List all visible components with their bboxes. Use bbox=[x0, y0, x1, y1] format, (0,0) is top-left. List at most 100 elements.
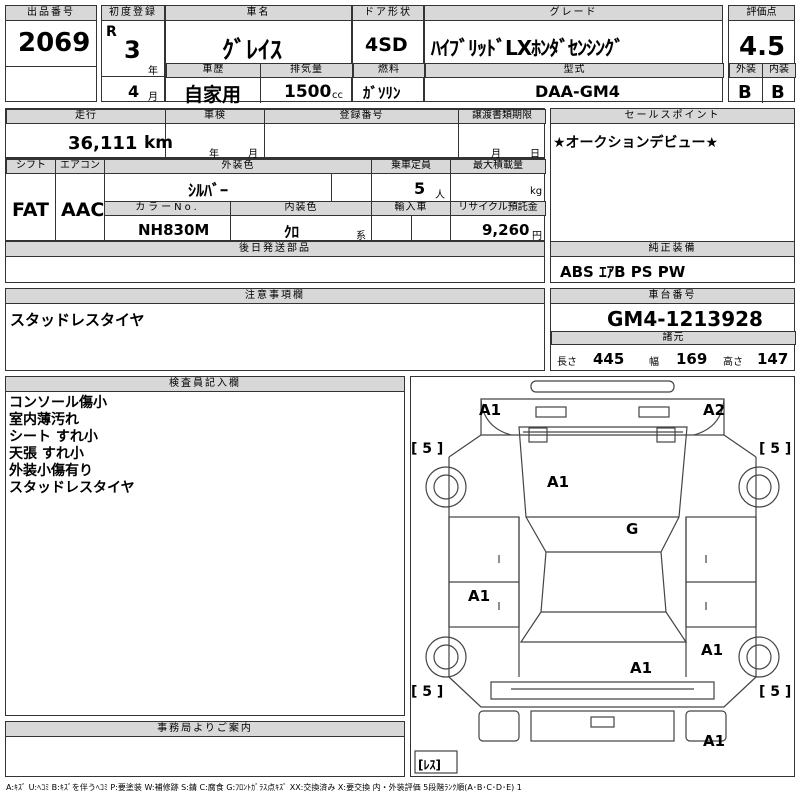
year-unit: 年 bbox=[148, 66, 158, 77]
damage-mark-rear-bumper: A1 bbox=[703, 732, 726, 750]
chassis-label: 車台番号 bbox=[551, 289, 794, 304]
max-load-label: 最大積載量 bbox=[450, 159, 546, 174]
color-number-value: NH830M bbox=[138, 221, 210, 239]
damage-mark-front-left: A1 bbox=[479, 401, 502, 419]
model-value: DAA-GM4 bbox=[535, 82, 620, 101]
grade-value: ﾊｲﾌﾞﾘｯﾄﾞLXﾎﾝﾀﾞｾﾝｼﾝｸﾞ bbox=[431, 36, 624, 60]
grade-box: グレード ﾊｲﾌﾞﾘｯﾄﾞLXﾎﾝﾀﾞｾﾝｼﾝｸﾞ 型式 DAA-GM4 bbox=[424, 5, 724, 102]
comment-line: 天張 すれ小 bbox=[9, 446, 84, 462]
displacement-label: 排気量 bbox=[260, 63, 353, 78]
damage-mark-left-door: A1 bbox=[468, 587, 491, 605]
capacity-unit: 人 bbox=[435, 190, 445, 201]
door-box: ドア形状 4SD 燃料 ｶﾞｿﾘﾝ bbox=[352, 5, 425, 102]
spare-tire-label: [ﾚｽ] bbox=[418, 758, 441, 772]
length-label: 長さ bbox=[557, 357, 577, 368]
capacity-value: 5 bbox=[414, 179, 426, 198]
comment-line: 室内薄汚れ bbox=[9, 412, 79, 428]
fuel-label: 燃料 bbox=[353, 63, 425, 78]
score-value: 4.5 bbox=[739, 32, 786, 62]
later-parts-label: 後日発送部品 bbox=[6, 242, 544, 257]
import-label: 輸入車 bbox=[371, 201, 451, 216]
damage-mark-right-rear: A1 bbox=[701, 641, 724, 659]
score-box: 評価点 4.5 外装 内装 B B bbox=[728, 5, 796, 103]
lot-number-label: 出品番号 bbox=[6, 6, 96, 21]
interior-color-value: ｸﾛ bbox=[284, 223, 300, 241]
registration-number-label: 登録番号 bbox=[264, 109, 459, 124]
aircon-value: AAC bbox=[61, 199, 105, 221]
fuel-value: ｶﾞｿﾘﾝ bbox=[363, 84, 401, 102]
comment-line: コンソール傷小 bbox=[9, 395, 107, 411]
inspection-label: 車検 bbox=[165, 109, 265, 124]
lot-number-value: 2069 bbox=[18, 28, 91, 58]
sales-point-value: ★オークションデビュー★ bbox=[553, 135, 719, 151]
spec-label: 諸元 bbox=[551, 331, 796, 345]
mileage-unit: km bbox=[144, 133, 174, 153]
tread-rear-left: [ 5 ] bbox=[411, 684, 444, 700]
chassis-value: GM4-1213928 bbox=[607, 307, 763, 331]
tread-front-left: [ 5 ] bbox=[411, 441, 444, 457]
mileage-value: 36,111 bbox=[68, 133, 138, 154]
interior-value: B bbox=[771, 82, 785, 103]
history-value: 自家用 bbox=[184, 84, 242, 106]
interior-label: 内装 bbox=[762, 63, 796, 78]
length-value: 445 bbox=[593, 350, 625, 368]
score-label: 評価点 bbox=[729, 6, 794, 21]
comment-line: 外装小傷有り bbox=[9, 463, 93, 479]
notes-value: スタッドレスタイヤ bbox=[10, 311, 145, 329]
era-value: R bbox=[106, 24, 117, 40]
chassis-box: 車台番号 GM4-1213928 諸元 長さ 445 幅 169 高さ 147 bbox=[550, 288, 796, 371]
damage-mark-windshield: G bbox=[626, 520, 639, 538]
office-notice-label: 事務局よりご案内 bbox=[6, 722, 404, 737]
sales-point-label: セールスポイント bbox=[551, 109, 794, 124]
shift-value: FAT bbox=[12, 199, 49, 221]
tread-front-right: [ 5 ] bbox=[759, 441, 792, 457]
shift-label: シフト bbox=[6, 159, 56, 174]
month-unit: 月 bbox=[148, 92, 158, 103]
damage-mark-front-right: A2 bbox=[703, 401, 726, 419]
damage-mark-hood: A1 bbox=[547, 473, 570, 491]
transfer-day-unit: 日 bbox=[530, 149, 540, 160]
grade-label: グレード bbox=[425, 6, 722, 21]
max-load-unit: kg bbox=[530, 186, 543, 197]
car-body-diagram bbox=[414, 380, 780, 774]
recycle-unit: 円 bbox=[532, 231, 542, 242]
comment-line: スタッドレスタイヤ bbox=[9, 480, 135, 496]
registration-month-value: 4 bbox=[128, 82, 140, 101]
exterior-color-value: ｼﾙﾊﾞｰ bbox=[188, 181, 229, 200]
registration-year-value: 3 bbox=[124, 36, 141, 64]
sales-point-box: セールスポイント ★オークションデビュー★ bbox=[550, 108, 795, 256]
mileage-label: 走行 bbox=[6, 109, 166, 124]
history-label: 車歴 bbox=[166, 63, 261, 78]
color-number-label: カラーNo. bbox=[104, 201, 231, 216]
capacity-label: 乗車定員 bbox=[371, 159, 451, 174]
exterior-label: 外装 bbox=[729, 63, 763, 78]
office-notice-box: 事務局よりご案内 bbox=[5, 721, 405, 777]
equipment-label: 純正装備 bbox=[551, 242, 794, 257]
door-label: ドア形状 bbox=[353, 6, 423, 21]
width-label: 幅 bbox=[649, 357, 659, 368]
row2-box: 走行 車検 登録番号 譲渡書類期限 36,111 km 年 月 月 日 bbox=[5, 108, 546, 160]
interior-color-label: 内装色 bbox=[230, 201, 372, 216]
first-registration-label: 初度登録 bbox=[102, 6, 164, 21]
legend: A:ｷｽﾞ U:ﾍｺﾐ B:ｷｽﾞを伴うﾍｺﾐ P:要塗装 W:補修跡 S:錆 … bbox=[6, 783, 522, 792]
notes-label: 注意事項欄 bbox=[6, 289, 544, 304]
model-label: 型式 bbox=[425, 63, 724, 78]
comment-line: シート すれ小 bbox=[9, 429, 98, 445]
notes-box: 注意事項欄 スタッドレスタイヤ bbox=[5, 288, 545, 371]
tread-rear-right: [ 5 ] bbox=[759, 684, 792, 700]
car-name-label: 車名 bbox=[166, 6, 351, 21]
door-value: 4SD bbox=[365, 34, 408, 56]
displacement-value: 1500 bbox=[284, 82, 332, 102]
cc-unit: cc bbox=[332, 90, 343, 101]
lot-number-box: 出品番号 2069 bbox=[5, 5, 97, 102]
car-name-box: 車名 ｸﾞﾚｲｽ 車歴 排気量 自家用 1500 cc bbox=[165, 5, 353, 106]
equipment-value: ABS ｴｱB PS PW bbox=[560, 263, 686, 281]
transfer-month-unit: 月 bbox=[491, 149, 501, 160]
later-parts-box: 後日発送部品 bbox=[5, 241, 545, 283]
exterior-color-label: 外装色 bbox=[104, 159, 372, 174]
exterior-value: B bbox=[738, 82, 752, 103]
transfer-deadline-label: 譲渡書類期限 bbox=[458, 109, 546, 124]
height-label: 高さ bbox=[723, 357, 743, 368]
damage-mark-rear: A1 bbox=[630, 659, 653, 677]
car-name-value: ｸﾞﾚｲｽ bbox=[222, 36, 282, 64]
